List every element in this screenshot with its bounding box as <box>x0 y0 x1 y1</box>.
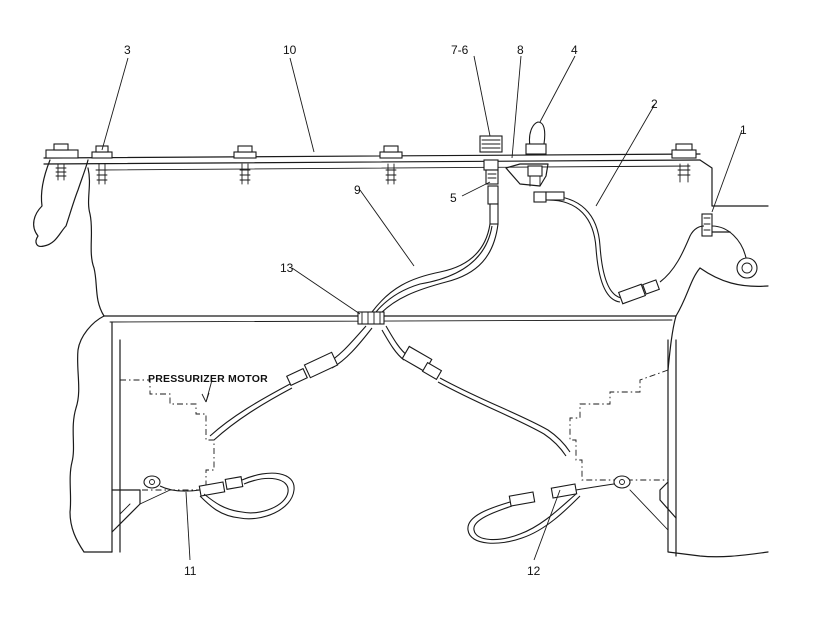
callout-1: 1 <box>740 123 747 137</box>
callout-10: 10 <box>283 43 297 57</box>
ground-strap-11 <box>143 472 295 520</box>
bolt-1 <box>45 143 79 181</box>
toggle-switch <box>505 121 549 187</box>
callout-8: 8 <box>517 43 524 57</box>
wire-to-right <box>381 325 571 457</box>
connector-assembly <box>479 135 503 225</box>
callout-5: 5 <box>450 191 457 205</box>
ground-strap-12 <box>467 475 631 544</box>
callout-9: 9 <box>354 183 361 197</box>
leader-lines <box>101 55 743 561</box>
upper-housing <box>33 153 769 323</box>
wire-harness-9 <box>371 223 499 315</box>
callout-2: 2 <box>651 97 658 111</box>
callout-11: 11 <box>184 564 197 578</box>
bolt-2 <box>91 145 113 185</box>
callout-13: 13 <box>280 261 294 275</box>
bolt-5 <box>671 143 697 183</box>
callout-4: 4 <box>571 43 578 57</box>
pressurizer-motor-label: PRESSURIZER MOTOR <box>148 373 268 385</box>
wire-to-motor <box>209 325 373 441</box>
grommet-13 <box>357 311 385 325</box>
callout-7-6: 7-6 <box>451 43 469 57</box>
callouts: 3 10 7-6 8 4 2 1 5 9 13 11 12 <box>124 43 747 578</box>
wire-clip <box>701 213 758 279</box>
callout-3: 3 <box>124 43 131 57</box>
lower-housing <box>69 315 769 558</box>
bolt-4 <box>379 145 403 185</box>
wire-2 <box>533 191 747 305</box>
bolt-3 <box>233 145 257 185</box>
callout-12: 12 <box>527 564 541 578</box>
